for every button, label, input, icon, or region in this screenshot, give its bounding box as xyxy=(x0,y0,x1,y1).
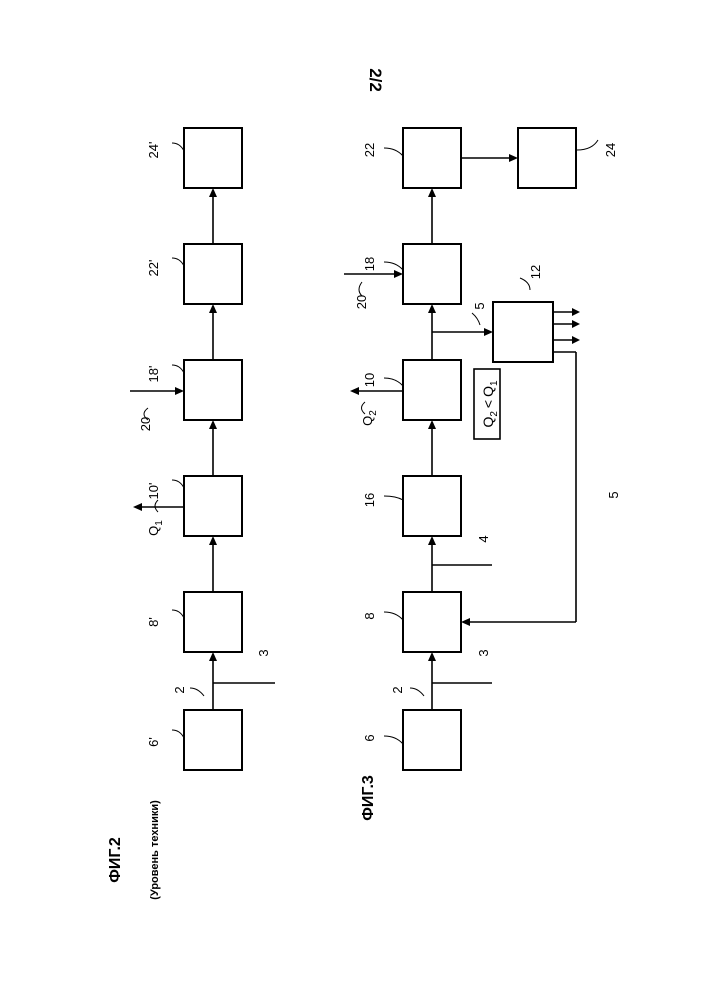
fig2-label-10: 10' xyxy=(146,483,161,500)
page-number: 2/2 xyxy=(366,68,385,92)
fig3-label-20: 20 xyxy=(354,295,369,309)
fig3-box-24 xyxy=(518,128,576,188)
fig2-box-6 xyxy=(184,710,242,770)
fig3-box-16 xyxy=(403,476,461,536)
fig2-subtitle: (Уровень техники) xyxy=(149,800,161,900)
fig3-title: ФИГ.3 xyxy=(360,775,377,821)
fig3-labels: 6 8 16 10 18 22 24 12 2 3 4 5 5 20 Q2 xyxy=(354,143,621,742)
fig2-label-3: 3 xyxy=(256,649,271,656)
fig2-label-6: 6' xyxy=(146,737,161,747)
fig3-label-6: 6 xyxy=(362,734,377,741)
fig2-label-8: 8' xyxy=(146,617,161,627)
fig2-label-22: 22' xyxy=(146,260,161,277)
fig3-label-24: 24 xyxy=(603,143,618,157)
fig3-label-5-feedback: 5 xyxy=(606,491,621,498)
fig3-label-2: 2 xyxy=(390,686,405,693)
fig2-label-q1: Q1 xyxy=(146,520,165,536)
fig2-box-22 xyxy=(184,244,242,304)
fig3-label-16: 16 xyxy=(362,493,377,507)
fig3-box-12 xyxy=(493,302,553,362)
fig3-label-12: 12 xyxy=(528,265,543,279)
fig2-label-2: 2 xyxy=(172,686,187,693)
fig2-label-20: 20 xyxy=(138,417,153,431)
fig3-label-18: 18 xyxy=(362,257,377,271)
fig2-box-8 xyxy=(184,592,242,652)
fig2-title: ФИГ.2 xyxy=(107,837,124,883)
fig2-box-10 xyxy=(184,476,242,536)
fig3-label-4: 4 xyxy=(476,535,491,542)
fig2-box-18 xyxy=(184,360,242,420)
fig2-label-24: 24' xyxy=(146,142,161,159)
fig2-label-18: 18' xyxy=(146,366,161,383)
fig3-label-10: 10 xyxy=(362,373,377,387)
fig3-label-3: 3 xyxy=(476,649,491,656)
fig3-box-18 xyxy=(403,244,461,304)
fig3-box-6 xyxy=(403,710,461,770)
fig2-labels: 6' 8' 10' 18' 22' 24' 2 3 20 Q1 xyxy=(138,142,271,747)
fig3-box-22 xyxy=(403,128,461,188)
fig3-label-5-top: 5 xyxy=(472,302,487,309)
fig3-box-10 xyxy=(403,360,461,420)
fig2-box-24 xyxy=(184,128,242,188)
fig3-label-8: 8 xyxy=(362,612,377,619)
fig3-condition-box: Q2<Q1 xyxy=(474,369,500,439)
fig3-box-8 xyxy=(403,592,461,652)
fig3-boxes xyxy=(403,128,576,770)
fig3-label-22: 22 xyxy=(362,143,377,157)
